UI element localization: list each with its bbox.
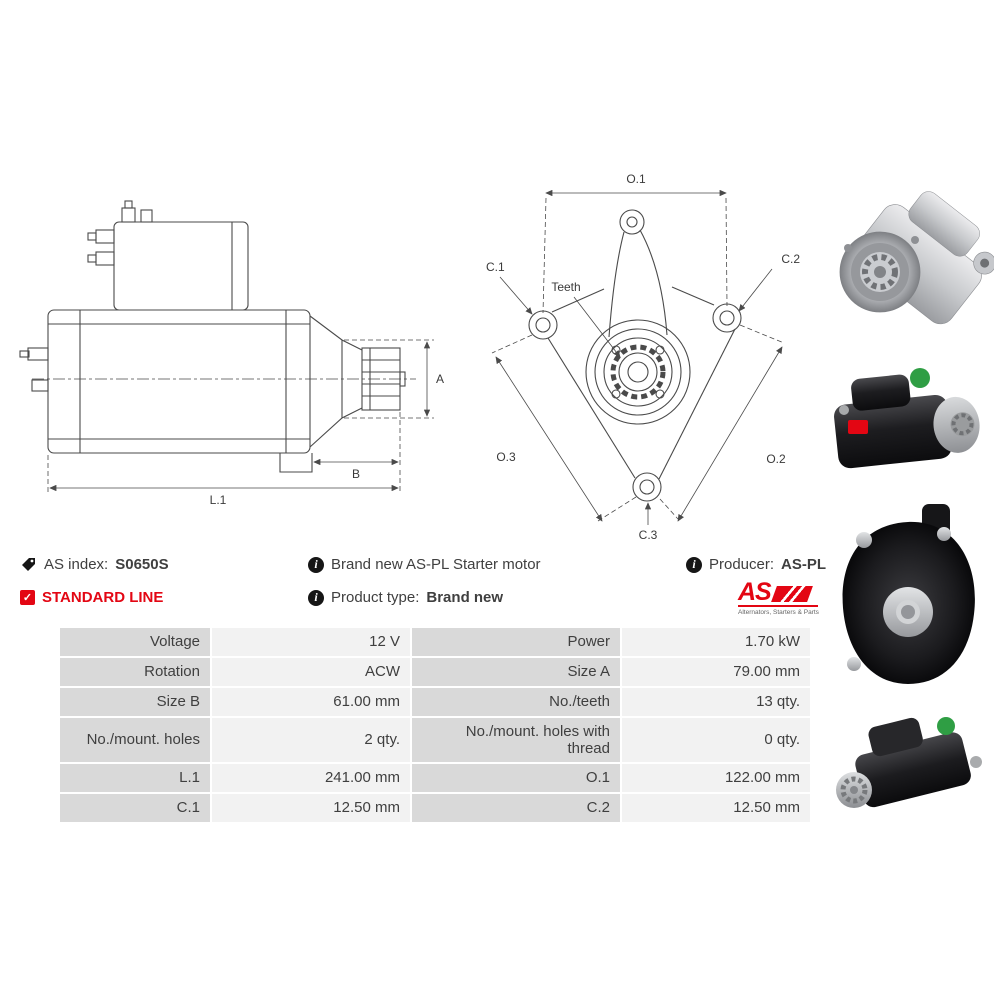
spec-value: 241.00 mm [212,764,410,792]
producer-label: Producer: [709,556,775,573]
product-photo-second [834,368,980,469]
spec-value: 13 qty. [622,688,810,716]
info-icon [308,556,324,573]
spec-label: O.1 [412,764,620,792]
info-icon [686,556,702,573]
standard-line: STANDARD LINE [20,589,163,606]
as-logo-tagline: Alternators, Starters & Parts [738,609,819,617]
dim-o2-label: O.2 [766,452,786,466]
dim-o3-label: O.3 [496,450,516,464]
product-type-value: Brand new [426,589,504,606]
product-photo-top [839,191,994,325]
spec-value: 12 V [212,628,410,656]
teeth-label: Teeth [551,280,580,294]
product-type-label: Product type: [331,589,420,606]
as-index: AS index: S0650S [20,556,169,573]
dim-o1-label: O.1 [626,172,646,186]
as-logo-rule [738,605,818,608]
spec-value: 61.00 mm [212,688,410,716]
producer: Producer: AS-PL [686,556,826,573]
spec-value: 12.50 mm [212,794,410,822]
spec-label: No./teeth [412,688,620,716]
spec-value: 2 qty. [212,718,410,762]
spec-value: ACW [212,658,410,686]
checkbox-checked-icon [20,590,35,605]
spec-label: No./mount. holes [60,718,210,762]
brand-new-text: Brand new AS-PL Starter motor [331,556,541,573]
spec-label: Power [412,628,620,656]
standard-line-text: STANDARD LINE [42,589,164,606]
spec-value: 12.50 mm [622,794,810,822]
dim-b-label: B [352,467,360,481]
as-logo-flag-icon [770,586,813,603]
info-icon [308,589,324,606]
product-photo-bottom [836,717,982,808]
dim-c3-label: C.3 [639,528,658,542]
spec-value: 1.70 kW [622,628,810,656]
dim-l1-label: L.1 [210,493,227,507]
as-logo-text: AS [738,578,772,606]
spec-value: 0 qty. [622,718,810,762]
product-photo-third [842,504,975,684]
spec-label: Size B [60,688,210,716]
spec-label: C.2 [412,794,620,822]
spec-label: L.1 [60,764,210,792]
side-view-drawing: A B L.1 [19,200,444,507]
as-index-label: AS index: [44,556,109,573]
spec-label: Rotation [60,658,210,686]
producer-value: AS-PL [781,556,827,573]
spec-value: 79.00 mm [622,658,810,686]
spec-label: Size A [412,658,620,686]
spec-value: 122.00 mm [622,764,810,792]
as-index-value: S0650S [115,556,169,573]
spec-label: C.1 [60,794,210,822]
front-view-drawing: O.1 C.1 C.2 Teeth O.3 O.2 C.3 [486,172,800,542]
dim-c1-label: C.1 [486,260,505,274]
dim-a-label: A [436,372,444,386]
as-pl-logo: AS Alternators, Starters & Parts [738,578,819,617]
spec-label: Voltage [60,628,210,656]
spec-table: Voltage 12 V Power 1.70 kW Rotation ACW … [60,628,810,822]
brand-new-description: Brand new AS-PL Starter motor [308,556,541,573]
product-type: Product type: Brand new [308,589,503,606]
dim-c2-label: C.2 [781,252,800,266]
tag-icon [20,556,37,573]
spec-label: No./mount. holes with thread [412,718,620,762]
